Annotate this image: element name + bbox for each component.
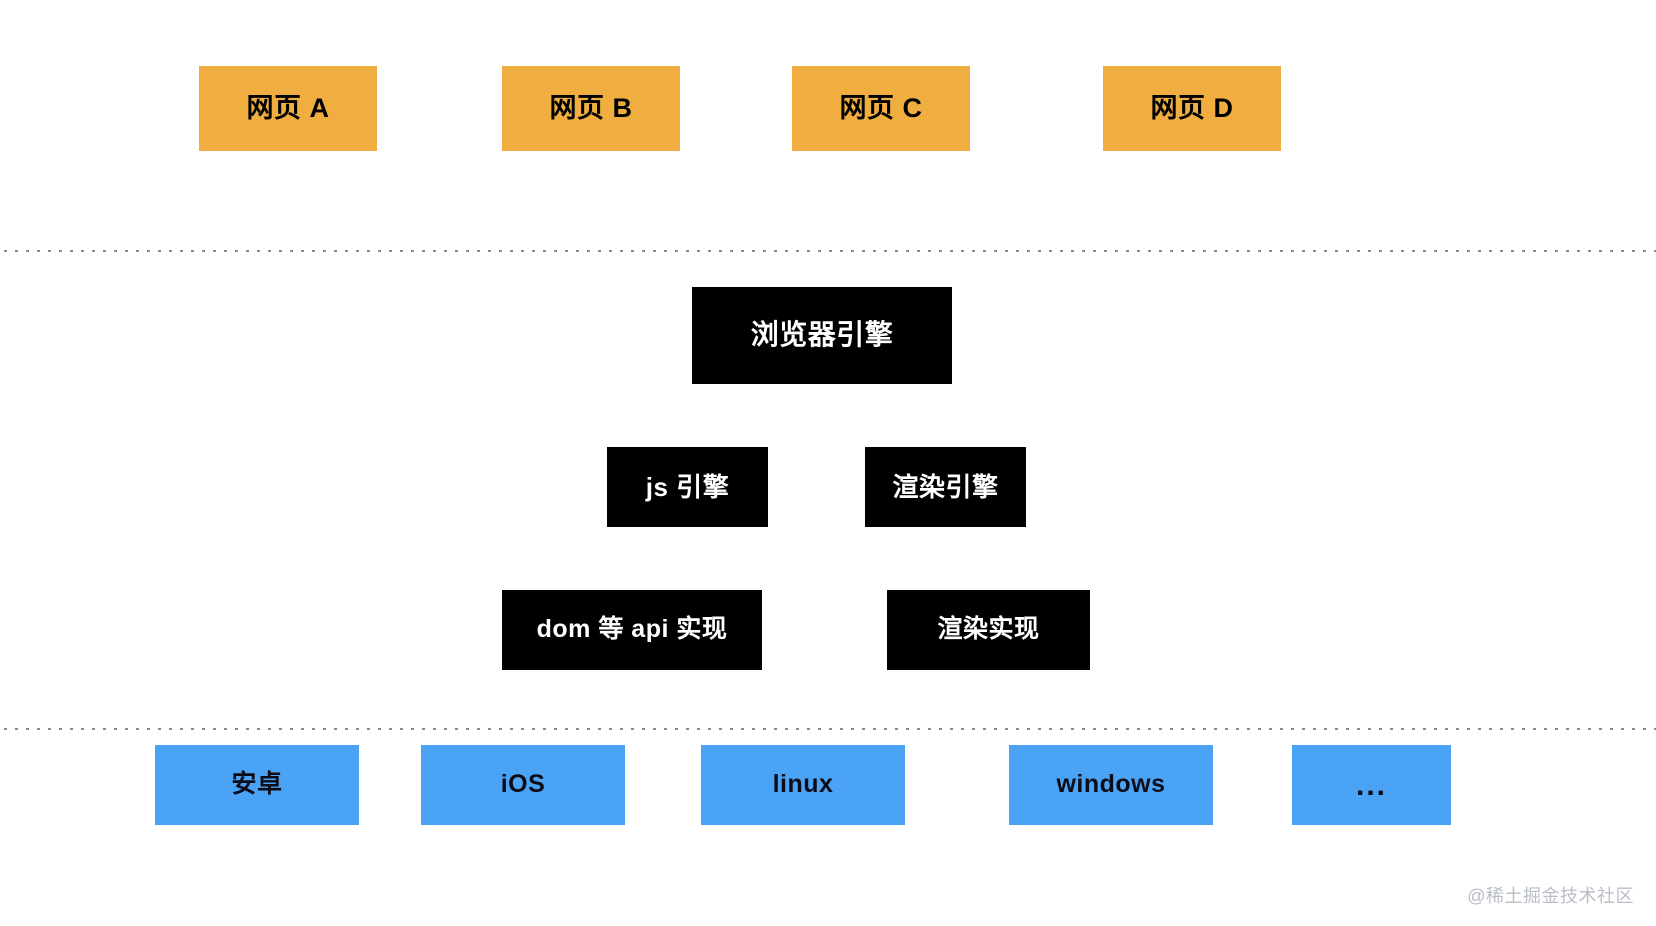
- os-box-android: 安卓: [155, 745, 359, 825]
- os-box-more: ...: [1292, 745, 1451, 825]
- render-engine-box: 渲染引擎: [865, 447, 1026, 527]
- os-box-windows: windows: [1009, 745, 1213, 825]
- page-box-a: 网页 A: [199, 66, 377, 151]
- page-box-d: 网页 D: [1103, 66, 1281, 151]
- render-impl-box: 渲染实现: [887, 590, 1090, 670]
- os-box-ios: iOS: [421, 745, 625, 825]
- dom-api-impl-box: dom 等 api 实现: [502, 590, 762, 670]
- page-box-c: 网页 C: [792, 66, 970, 151]
- browser-engine-box: 浏览器引擎: [692, 287, 952, 384]
- divider-engines-os: [0, 727, 1656, 731]
- js-engine-box: js 引擎: [607, 447, 768, 527]
- watermark-text: @稀土掘金技术社区: [1467, 886, 1634, 906]
- divider-pages-engines: [0, 249, 1656, 253]
- os-box-linux: linux: [701, 745, 905, 825]
- page-box-b: 网页 B: [502, 66, 680, 151]
